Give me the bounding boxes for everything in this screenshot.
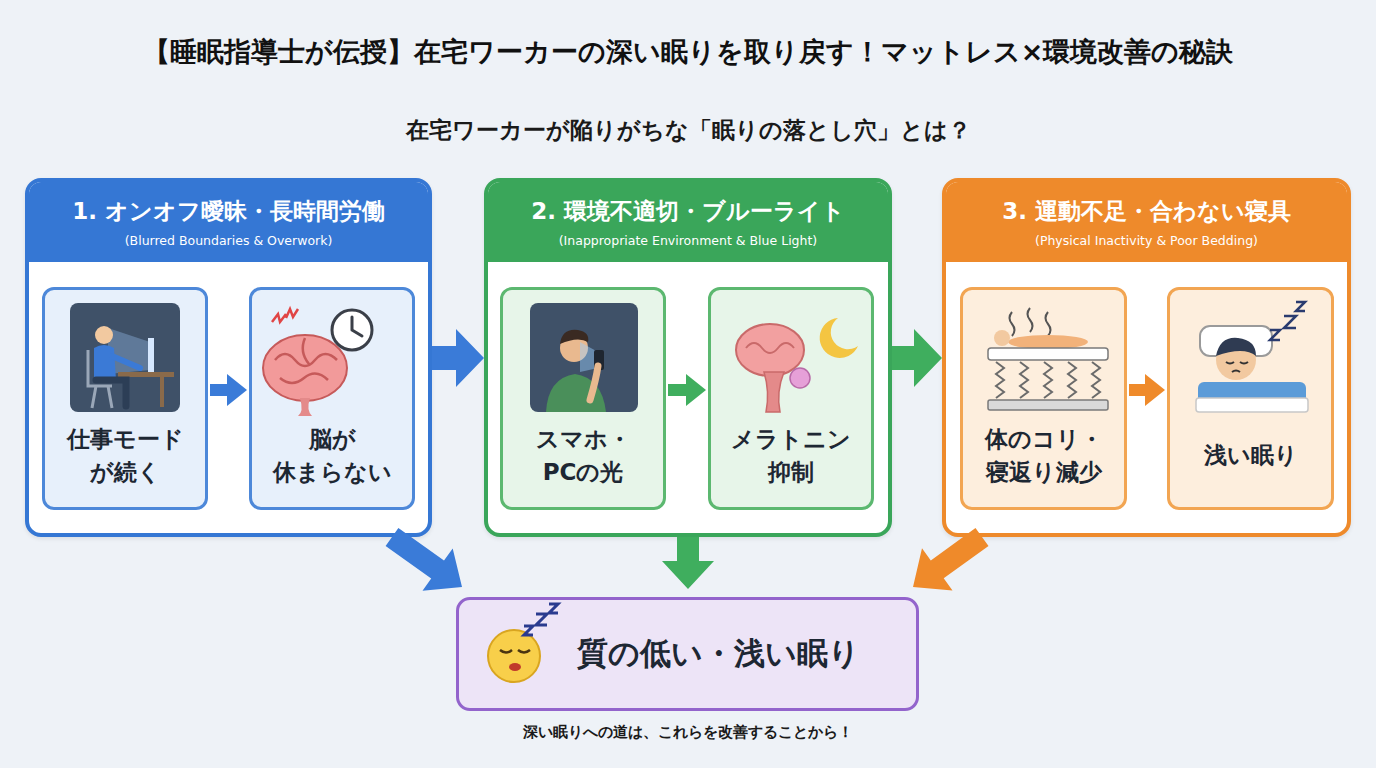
panel-header: 1. オンオフ曖昧・長時間労働 (Blurred Boundaries & Ove… [29, 182, 428, 262]
cause-box: 脳が 休まらない [249, 287, 415, 510]
desk-icon [148, 338, 154, 372]
melatonin-icon [736, 324, 804, 376]
desk-icon [96, 380, 126, 406]
result-label: 質の低い・浅い眠り [577, 633, 860, 675]
phone-icon [560, 334, 588, 362]
cause-box: 浅い眠り [1167, 287, 1334, 510]
phone-icon [590, 366, 598, 400]
subtitle: 在宅ワーカーが陥りがちな「眠りの落とし穴」とは？ [0, 115, 1376, 146]
sleeper-icon [1216, 340, 1256, 380]
box-label: スマホ・ PCの光 [507, 423, 659, 490]
category-panel: 1. オンオフ曖昧・長時間労働 (Blurred Boundaries & Ove… [25, 178, 432, 537]
box-label: メラトニン 抑制 [715, 423, 867, 490]
box-text-area: メラトニン 抑制 [715, 408, 867, 504]
phone-icon [546, 374, 606, 412]
panel-heading: 1. オンオフ曖昧・長時間労働 [72, 196, 385, 227]
sleeper-icon [1196, 398, 1308, 412]
flow-arrow [1129, 374, 1165, 406]
brain-icon [298, 398, 312, 416]
box-text-area: 質の低い・浅い眠り [577, 600, 906, 708]
sleeper-icon [1216, 338, 1256, 356]
phone-icon [594, 350, 604, 370]
category-panel: 2. 環境不適切・ブルーライト (Inappropriate Environmen… [484, 178, 892, 537]
flow-arrow [386, 528, 462, 591]
category-panel: 3. 運動不足・合わない寝具 (Physical Inactivity & Poo… [942, 178, 1351, 537]
panel-header: 3. 運動不足・合わない寝具 (Physical Inactivity & Poo… [946, 182, 1347, 262]
flow-arrow [662, 537, 714, 589]
page-title: 【睡眠指導士が伝授】在宅ワーカーの深い眠りを取り戻す！マットレス×環境改善の秘訣 [0, 34, 1376, 70]
mattress-icon [996, 362, 1100, 398]
brain-icon [275, 338, 337, 383]
sleepy-emoji [509, 663, 521, 671]
desk-icon [108, 328, 150, 374]
panel-subheading: (Physical Inactivity & Poor Bedding) [1035, 233, 1258, 248]
cause-box: 仕事モード が続く [42, 287, 208, 510]
flow-arrow [913, 528, 989, 590]
caption: 深い眠りへの道は、これらを改善することから！ [0, 723, 1376, 742]
melatonin-icon [790, 368, 810, 388]
cause-box: メラトニン 抑制 [708, 287, 874, 510]
desk-icon [118, 372, 174, 377]
box-label: 体のコリ・ 寝返り減少 [967, 423, 1120, 490]
brain-icon [272, 309, 298, 322]
clock-icon [332, 310, 372, 350]
flow-arrow [668, 374, 706, 406]
phone-icon [580, 342, 598, 372]
box-label: 浅い眠り [1204, 439, 1298, 472]
sleep-z-mark [1270, 302, 1305, 340]
flow-arrow [892, 329, 942, 387]
panel-subheading: (Inappropriate Environment & Blue Light) [559, 233, 818, 248]
result-box: 質の低い・浅い眠り [456, 597, 919, 711]
melatonin-icon [764, 372, 784, 412]
sleeper-icon [1200, 326, 1272, 356]
box-text-area: スマホ・ PCの光 [507, 408, 659, 504]
desk-icon [160, 377, 164, 407]
box-text-area: 脳が 休まらない [256, 408, 408, 504]
flow-arrow [432, 329, 484, 387]
panel-header: 2. 環境不適切・ブルーライト (Inappropriate Environmen… [488, 182, 888, 262]
sleeper-icon [1198, 382, 1306, 412]
desk-icon [95, 326, 113, 344]
clock-icon [352, 317, 362, 336]
phone-icon [560, 330, 588, 344]
desk-icon [112, 356, 140, 368]
melatonin-icon [746, 343, 794, 353]
mattress-icon [988, 348, 1108, 360]
moon-icon [820, 318, 858, 358]
mattress-icon [988, 400, 1108, 410]
phone-icon [530, 303, 638, 412]
sleeper-icon [1226, 362, 1248, 372]
mattress-icon [994, 330, 1010, 346]
cause-box: 体のコリ・ 寝返り減少 [960, 287, 1127, 510]
cause-box: スマホ・ PCの光 [500, 287, 666, 510]
sleepy-emoji [488, 630, 540, 682]
panel-subheading: (Blurred Boundaries & Overwork) [125, 233, 333, 248]
panel-heading: 2. 環境不適切・ブルーライト [531, 196, 845, 227]
mattress-icon [1008, 335, 1088, 349]
desk-icon [70, 303, 180, 412]
desk-icon [94, 345, 116, 380]
box-label: 仕事モード が続く [49, 423, 201, 490]
mattress-icon [1010, 308, 1051, 336]
box-text-area: 浅い眠り [1174, 408, 1327, 504]
box-text-area: 仕事モード が続く [49, 408, 201, 504]
box-text-area: 体のコリ・ 寝返り減少 [967, 408, 1120, 504]
panel-heading: 3. 運動不足・合わない寝具 [1002, 196, 1291, 227]
desk-icon [88, 350, 112, 408]
brain-icon [263, 335, 347, 401]
flow-arrow [210, 374, 247, 406]
sleepy-emoji [500, 650, 530, 653]
sleep-z-mark [524, 604, 558, 635]
box-label: 脳が 休まらない [256, 423, 408, 490]
